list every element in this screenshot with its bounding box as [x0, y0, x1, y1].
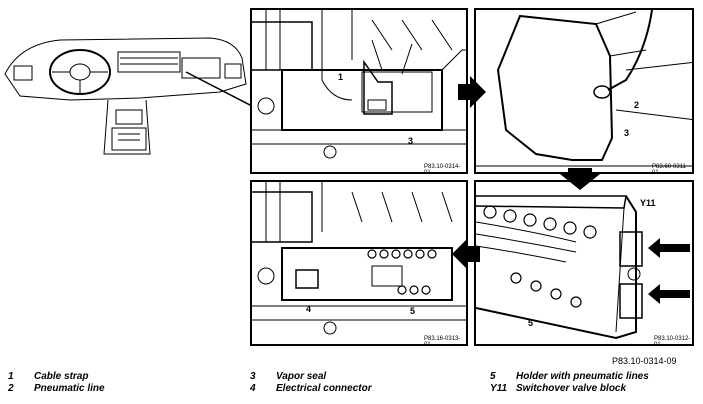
legend-text: Vapor seal	[276, 371, 327, 382]
legend-item: 2 Pneumatic line	[8, 383, 105, 395]
detail-panel-switchover-valve: Y11 5 P83.10-0312-01	[474, 180, 694, 346]
detail-panel-vapor-seal: 1 3 P83.10-0314-01	[250, 8, 468, 174]
legend-num: 2	[8, 383, 14, 394]
arrow-upper	[648, 238, 690, 258]
legend-col-1: 1 Cable strap 2 Pneumatic line	[8, 371, 105, 395]
legend-num: 5	[490, 371, 496, 382]
arrow-lower	[648, 284, 690, 304]
dashboard-overview	[4, 37, 250, 155]
legend-item: 4 Electrical connector	[250, 383, 372, 395]
vapor-seal-drawing	[252, 10, 466, 159]
callout-5-holder: 5	[410, 306, 416, 316]
switchover-valve-drawing	[476, 195, 690, 340]
panel-code-1: P83.10-0314-01	[424, 164, 461, 174]
legend-text: Pneumatic line	[34, 383, 105, 394]
legend-item: 1 Cable strap	[8, 371, 105, 383]
pneumatic-line-drawing	[476, 10, 692, 167]
callout-3-line: 3	[624, 128, 630, 138]
callout-y11: Y11	[640, 198, 656, 208]
legend-text: Electrical connector	[276, 383, 372, 394]
electrical-connector-drawing	[252, 182, 466, 335]
callout-5-valve: 5	[528, 318, 534, 328]
panel-code-2: P83.60-0311-01	[652, 164, 688, 174]
callout-2: 2	[634, 100, 640, 110]
callout-3-seal: 3	[408, 136, 414, 146]
legend-item: 3 Vapor seal	[250, 371, 372, 383]
legend-text: Holder with pneumatic lines	[516, 371, 649, 382]
legend-col-3: 5 Holder with pneumatic lines Y11 Switchov…	[490, 371, 649, 395]
legend-num: 1	[8, 371, 14, 382]
legend-col-2: 3 Vapor seal 4 Electrical connector	[250, 371, 372, 395]
legend-text: Switchover valve block	[516, 383, 627, 394]
detail-panel-electrical-connector: 4 5 P83.16-0313-01	[250, 180, 468, 346]
legend-num: 3	[250, 371, 256, 382]
legend-num: Y11	[490, 383, 508, 394]
callout-1: 1	[338, 72, 344, 82]
legend-item: Y11 Switchover valve block	[490, 383, 649, 395]
legend-item: 5 Holder with pneumatic lines	[490, 371, 649, 383]
detail-panel-pneumatic-line: 2 3 P83.60-0311-01	[474, 8, 694, 174]
legend-num: 4	[250, 383, 256, 394]
panel-code-3: P83.16-0313-01	[424, 336, 461, 346]
callout-4: 4	[306, 304, 312, 314]
legend-text: Cable strap	[34, 371, 89, 382]
figure-reference: P83.10-0314-09	[612, 356, 677, 366]
panel-code-4: P83.10-0312-01	[654, 336, 691, 346]
